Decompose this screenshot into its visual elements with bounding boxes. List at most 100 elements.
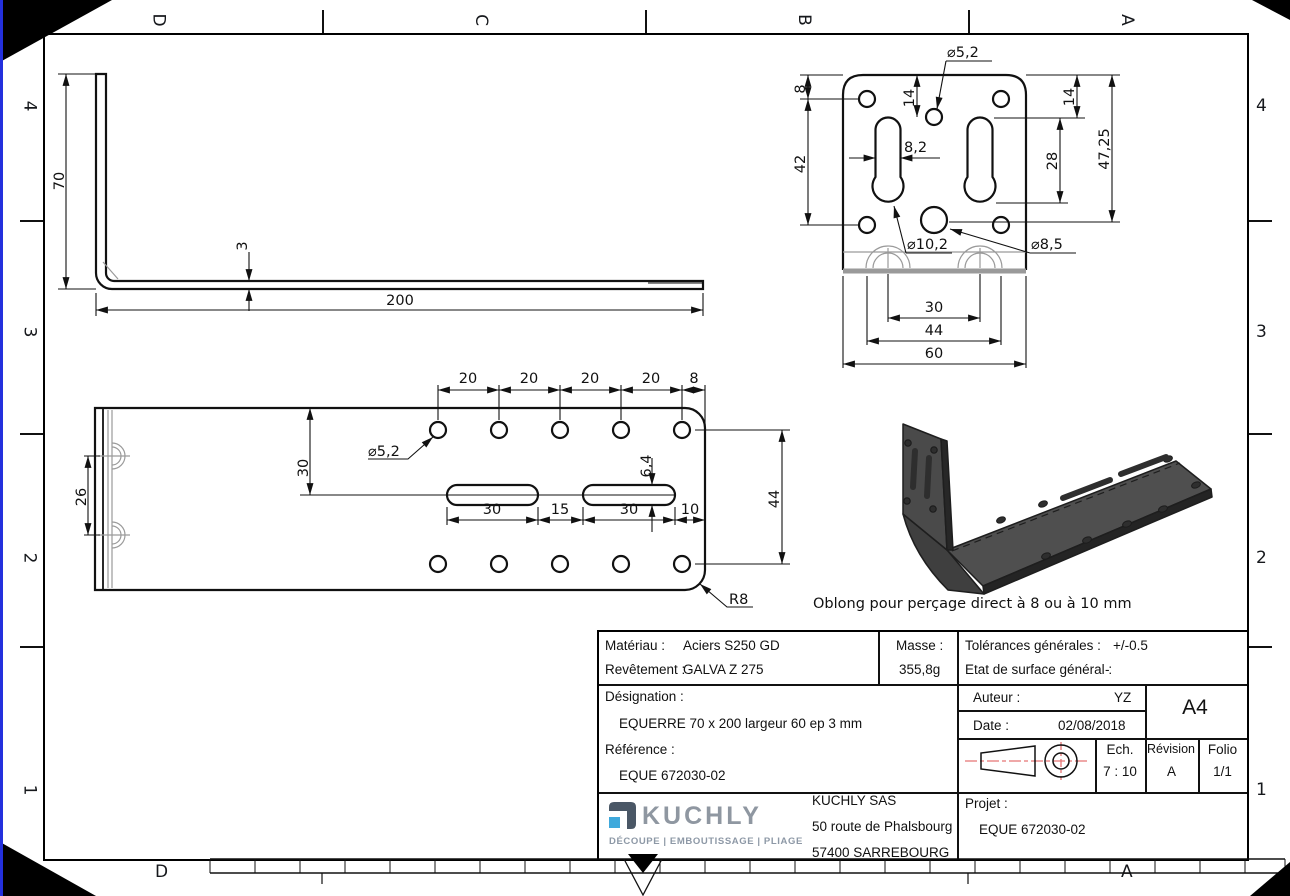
zone-tick xyxy=(20,646,43,648)
zone-tick xyxy=(322,10,324,33)
author-label: Auteur : xyxy=(973,690,1021,705)
iso-base-holes xyxy=(996,454,1201,560)
dim-edge-offset: 8 xyxy=(793,84,809,93)
print-scale-ruler xyxy=(209,854,1286,896)
viewer-edge-strip xyxy=(0,0,3,896)
dim-slot-1: 30 xyxy=(483,502,501,518)
zone-label-left-4: 4 xyxy=(19,100,40,112)
iso-upright-holes xyxy=(903,439,938,513)
reference-label: Référence : xyxy=(605,742,675,757)
dim-length: 200 xyxy=(386,293,414,309)
projection-symbol xyxy=(965,742,1089,780)
dim-slot-pitch: 30 xyxy=(925,300,943,316)
author-value: YZ xyxy=(1114,690,1132,705)
dim-slot-4: 10 xyxy=(681,502,699,518)
dim-corner-radius: R8 xyxy=(729,592,748,608)
material-value: Aciers S250 GD xyxy=(683,638,780,653)
date-value: 02/08/2018 xyxy=(1058,718,1126,733)
zone-label-top-d: D xyxy=(148,13,169,27)
flat-hole-pattern xyxy=(857,89,1011,235)
zone-label-left-2: 2 xyxy=(19,552,40,564)
dim-hole-span: 42 xyxy=(793,155,809,173)
scale-label: Ech. xyxy=(1106,742,1134,757)
company-address: 50 route de Phalsbourg xyxy=(812,819,953,834)
dim-bulb-offset: 47,25 xyxy=(1097,128,1113,170)
dim-top-offset: 30 xyxy=(296,459,312,477)
tolerance-label: Tolérances générales : xyxy=(965,638,1101,653)
corner-shadow-bottom-left xyxy=(0,842,96,896)
project-label: Projet : xyxy=(965,796,1008,811)
zone-label-top-a: A xyxy=(1116,14,1137,26)
zone-label-right-2: 2 xyxy=(1256,548,1267,568)
dim-slot-span: 28 xyxy=(1045,152,1061,170)
plan-view-dimensions: 20 20 20 20 8 ⌀5,2 30 26 30 15 30 10 6,4 xyxy=(74,371,790,608)
dim-center-hole-offset: 14 xyxy=(902,89,918,107)
mass-label: Masse : xyxy=(896,638,944,653)
folio-value: 1/1 xyxy=(1213,764,1232,779)
designation-label: Désignation : xyxy=(605,689,684,704)
zone-label-left-3: 3 xyxy=(19,326,40,338)
scale-value: 7 : 10 xyxy=(1103,764,1137,779)
folio-label: Folio xyxy=(1207,742,1238,757)
zone-tick xyxy=(1249,220,1272,222)
flat-view: 8 42 14 ⌀5,2 8,2 ⌀10,2 ⌀8,5 14 28 47,25 xyxy=(793,45,1120,368)
dim-height: 70 xyxy=(52,172,68,190)
dim-slot-width: 6,4 xyxy=(639,454,655,477)
zone-tick xyxy=(968,10,970,33)
coating-label: Revêtement : xyxy=(605,662,686,677)
format-value: A4 xyxy=(1182,696,1208,719)
zone-tick xyxy=(1249,433,1272,435)
dim-big-hole-dia: ⌀8,5 xyxy=(1031,237,1063,253)
dim-pitch-5: 8 xyxy=(689,371,698,387)
project-value: EQUE 672030-02 xyxy=(979,822,1086,837)
zone-label-bottom-d: D xyxy=(155,862,169,882)
dim-pitch-2: 20 xyxy=(520,371,538,387)
dim-slot-width: 8,2 xyxy=(904,140,927,156)
centering-mark xyxy=(628,854,658,873)
reference-value: EQUE 672030-02 xyxy=(619,768,726,783)
zone-label-top-b: B xyxy=(793,14,814,26)
tolerance-value: +/-0.5 xyxy=(1113,638,1148,653)
kuchly-logo-icon xyxy=(609,802,636,829)
side-view: 70 3 200 xyxy=(52,72,705,316)
flat-view-dimensions: 8 42 14 ⌀5,2 8,2 ⌀10,2 ⌀8,5 14 28 47,25 xyxy=(793,45,1120,368)
kuchly-wordmark: KUCHLY xyxy=(642,802,762,830)
zone-label-bottom-a: A xyxy=(1121,862,1133,882)
side-view-outline xyxy=(94,72,705,291)
dim-pitch-1: 20 xyxy=(459,371,477,387)
surface-value: - xyxy=(1105,662,1110,677)
designation-value: EQUERRE 70 x 200 largeur 60 ep 3 mm xyxy=(619,716,863,731)
dim-hole-pitch: 44 xyxy=(925,323,943,339)
corner-shadow-bottom-right xyxy=(1250,862,1290,896)
zone-label-right-3: 3 xyxy=(1256,322,1267,342)
title-block: Matériau : Aciers S250 GD Revêtement : G… xyxy=(597,630,1249,861)
flat-bend-phantom xyxy=(865,245,1003,269)
zone-label-left-1: 1 xyxy=(19,784,40,796)
mass-value: 355,8g xyxy=(899,662,941,677)
dim-slot-2: 15 xyxy=(551,502,569,518)
zone-tick xyxy=(20,220,43,222)
drawing-note: Oblong pour perçage direct à 8 ou à 10 m… xyxy=(813,596,1132,612)
date-label: Date : xyxy=(973,718,1010,733)
dim-slot-3: 30 xyxy=(620,502,638,518)
dim-hole-dia: ⌀5,2 xyxy=(947,45,979,61)
dim-slot-offset: 14 xyxy=(1062,88,1078,106)
company-city: 57400 SARREBOURG xyxy=(812,845,950,860)
iso-bracket xyxy=(902,423,1213,595)
dim-flange-pitch: 26 xyxy=(74,488,90,506)
iso-view xyxy=(902,423,1213,595)
dim-hole-dia: ⌀5,2 xyxy=(368,444,400,460)
plan-hole-pattern xyxy=(300,420,692,574)
zone-label-right-4: 4 xyxy=(1256,96,1267,116)
dim-width: 44 xyxy=(767,490,783,508)
side-view-dimensions: 70 3 200 xyxy=(52,73,704,316)
dim-thickness: 3 xyxy=(235,241,251,250)
plan-view: 20 20 20 20 8 ⌀5,2 30 26 30 15 30 10 6,4 xyxy=(74,371,790,608)
material-label: Matériau : xyxy=(605,638,666,653)
zone-tick xyxy=(645,10,647,33)
zone-label-right-1: 1 xyxy=(1256,780,1267,800)
flat-view-outline xyxy=(841,73,1028,274)
zone-tick xyxy=(1249,646,1272,648)
dim-bulb-dia: ⌀10,2 xyxy=(907,237,948,253)
